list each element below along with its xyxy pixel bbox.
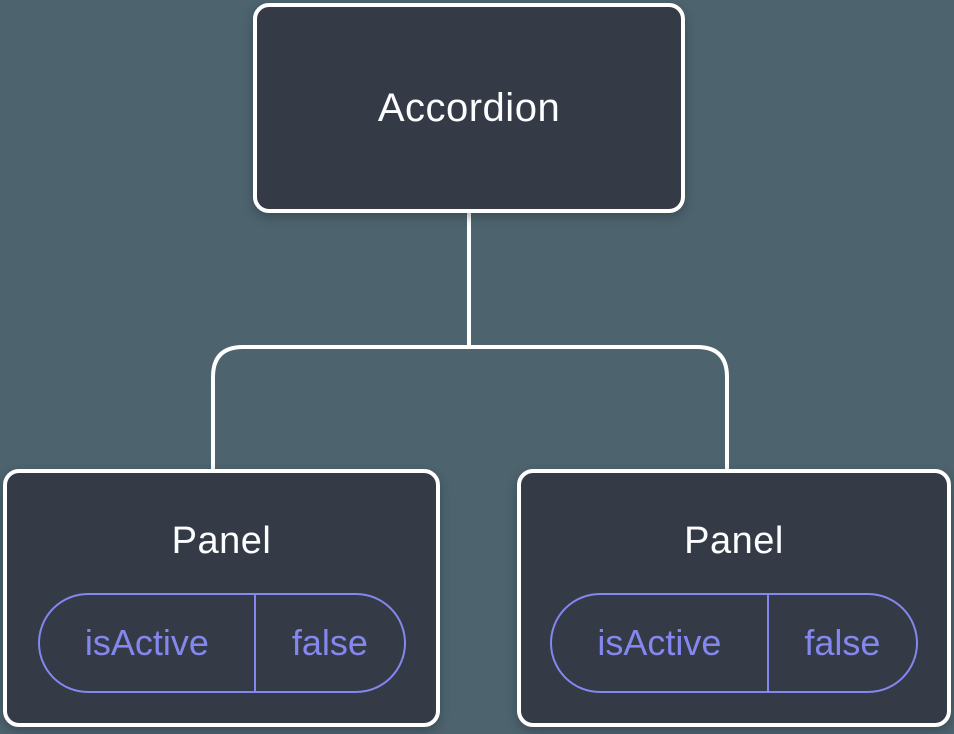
node-label: Accordion [377, 85, 561, 130]
state-key: isActive [84, 622, 209, 663]
state-pill-divider [766, 595, 769, 691]
state-pill-divider [254, 595, 257, 691]
tree-node-panel-right: Panel isActive false [517, 469, 951, 727]
state-value: false [291, 622, 368, 663]
state-pill: isActive false [37, 593, 406, 693]
node-label: Panel [171, 520, 272, 562]
tree-node-panel-left: Panel isActive false [3, 469, 440, 727]
state-key: isActive [597, 622, 722, 663]
tree-node-accordion: Accordion [253, 3, 685, 213]
connector-branch [211, 345, 729, 470]
node-label: Panel [684, 520, 784, 562]
state-pill: isActive false [550, 593, 918, 693]
state-value: false [804, 622, 881, 663]
